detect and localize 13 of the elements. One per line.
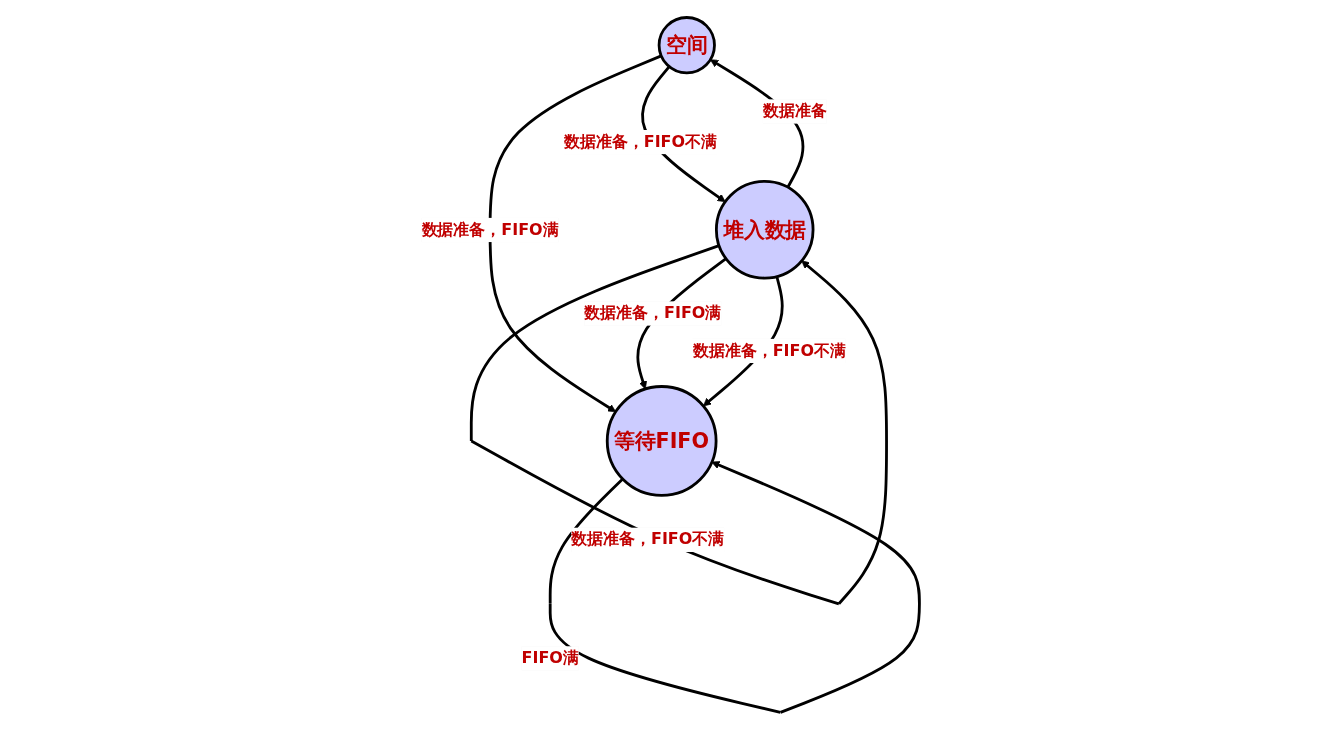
node-circle: 堆入数据	[714, 179, 814, 280]
edge-label: 数据准备，FIFO满	[421, 219, 559, 239]
edge-label: 数据准备，FIFO不满	[692, 340, 846, 360]
edge-label: 数据准备	[762, 101, 827, 120]
edge-label: 数据准备，FIFO满	[583, 303, 721, 322]
arrow	[488, 54, 662, 413]
arrow	[548, 461, 921, 714]
edge-label: 数据准备，FIFO不满	[563, 131, 717, 151]
node-circle: 等待FIFO	[605, 385, 718, 497]
node-circle: 空间	[657, 16, 716, 75]
edge-label: FIFO满	[521, 648, 579, 667]
edge-label: 数据准备，FIFO不满	[570, 529, 724, 549]
arrow	[469, 244, 888, 606]
